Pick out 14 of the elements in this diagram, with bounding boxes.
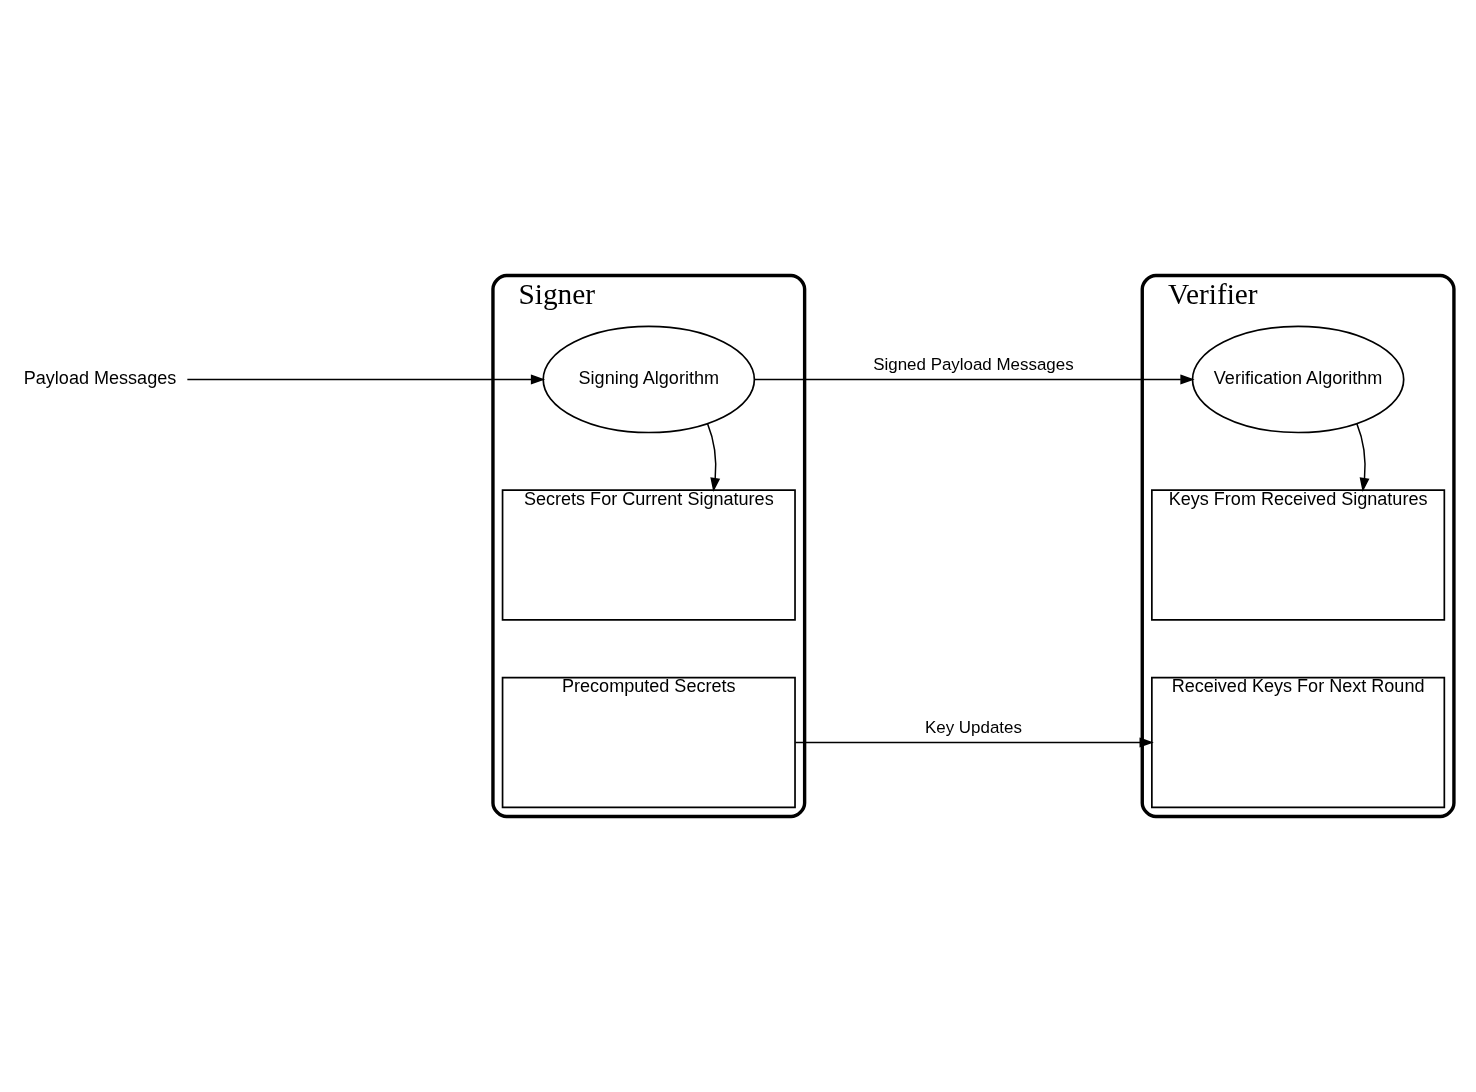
node-box: Precomputed Secrets: [501, 676, 796, 809]
node-box: Keys From Received Signatures: [1151, 489, 1446, 621]
node-box: Received Keys For Next Round: [1151, 676, 1446, 809]
node-box: Secrets For Current Signatures: [501, 489, 796, 621]
edge-label: Key Updates: [925, 718, 1022, 738]
node-text: Payload Messages: [23, 367, 177, 388]
arrow: [706, 423, 721, 493]
arrow: [794, 737, 1154, 748]
arrow: [186, 374, 546, 385]
edge-label: Signed Payload Messages: [873, 355, 1074, 375]
node-ellipse: Verification Algorithm: [1191, 325, 1405, 434]
node-ellipse: Signing Algorithm: [542, 325, 756, 434]
arrow: [753, 374, 1195, 385]
arrow: [1356, 423, 1370, 493]
